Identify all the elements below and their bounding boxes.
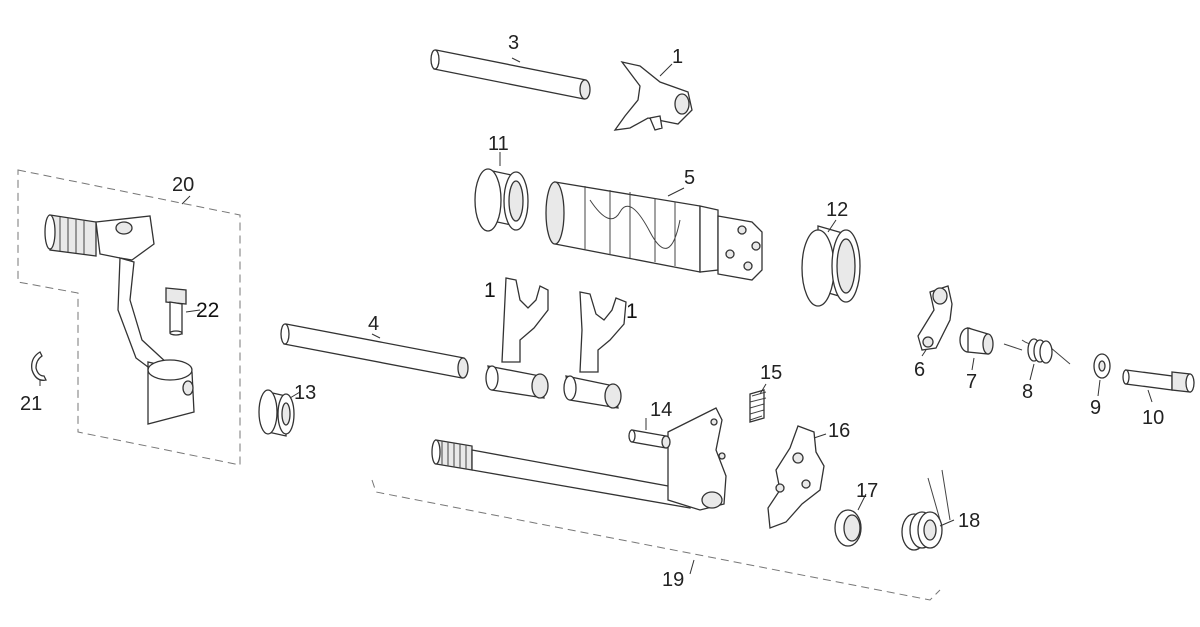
callout-10: 10: [1142, 407, 1164, 429]
callout-5: 5: [684, 167, 695, 189]
torsion-spring-18: [901, 469, 951, 551]
callout-9: 9: [1090, 397, 1101, 419]
callout-1-top: 1: [672, 46, 683, 68]
shaft-3: [430, 49, 591, 100]
collar-7: [959, 327, 994, 355]
callout-20: 20: [172, 174, 194, 196]
assembly-19-boundary: [371, 479, 941, 601]
callout-4: 4: [368, 313, 379, 335]
shift-shaft-19: [431, 407, 727, 511]
lever-arm-6: [917, 285, 953, 351]
shift-fork-1-left: [485, 277, 549, 399]
callout-1-right: 1: [626, 300, 638, 323]
callout-14: 14: [650, 399, 672, 421]
shift-fork-1-right: [563, 291, 627, 409]
circlip-21: [31, 351, 47, 381]
bolt-22: [165, 287, 187, 336]
plate-16: [767, 425, 825, 529]
shaft-4: [280, 323, 469, 379]
bearing-12: [801, 225, 861, 307]
callout-19: 19: [662, 569, 684, 591]
bearing-11: [474, 168, 529, 232]
callout-13: 13: [294, 382, 316, 404]
spring-15: [749, 389, 767, 423]
shift-drum-5: [545, 181, 763, 281]
seal-13: [258, 389, 295, 437]
leader-lines: [39, 57, 1153, 575]
bushing-17: [834, 509, 862, 547]
callout-21: 21: [20, 393, 42, 415]
callout-3: 3: [508, 32, 519, 54]
callout-11: 11: [488, 133, 509, 155]
shift-fork-1-top: [613, 60, 693, 131]
callout-7: 7: [966, 371, 977, 393]
washer-9: [1093, 353, 1111, 379]
callout-12: 12: [826, 199, 848, 221]
assembly-20-boundary: [17, 169, 241, 466]
callout-1-left: 1: [484, 279, 496, 302]
callout-15: 15: [760, 362, 782, 384]
spring-8: [1003, 338, 1071, 365]
pin-14: [628, 429, 671, 449]
callout-6: 6: [914, 359, 925, 381]
bolt-10: [1122, 369, 1195, 393]
callout-18: 18: [958, 510, 980, 532]
callout-16: 16: [828, 420, 850, 442]
gear-lever-20: [44, 214, 195, 425]
callout-22: 22: [196, 299, 219, 322]
callout-17: 17: [856, 480, 878, 502]
callout-8: 8: [1022, 381, 1033, 403]
